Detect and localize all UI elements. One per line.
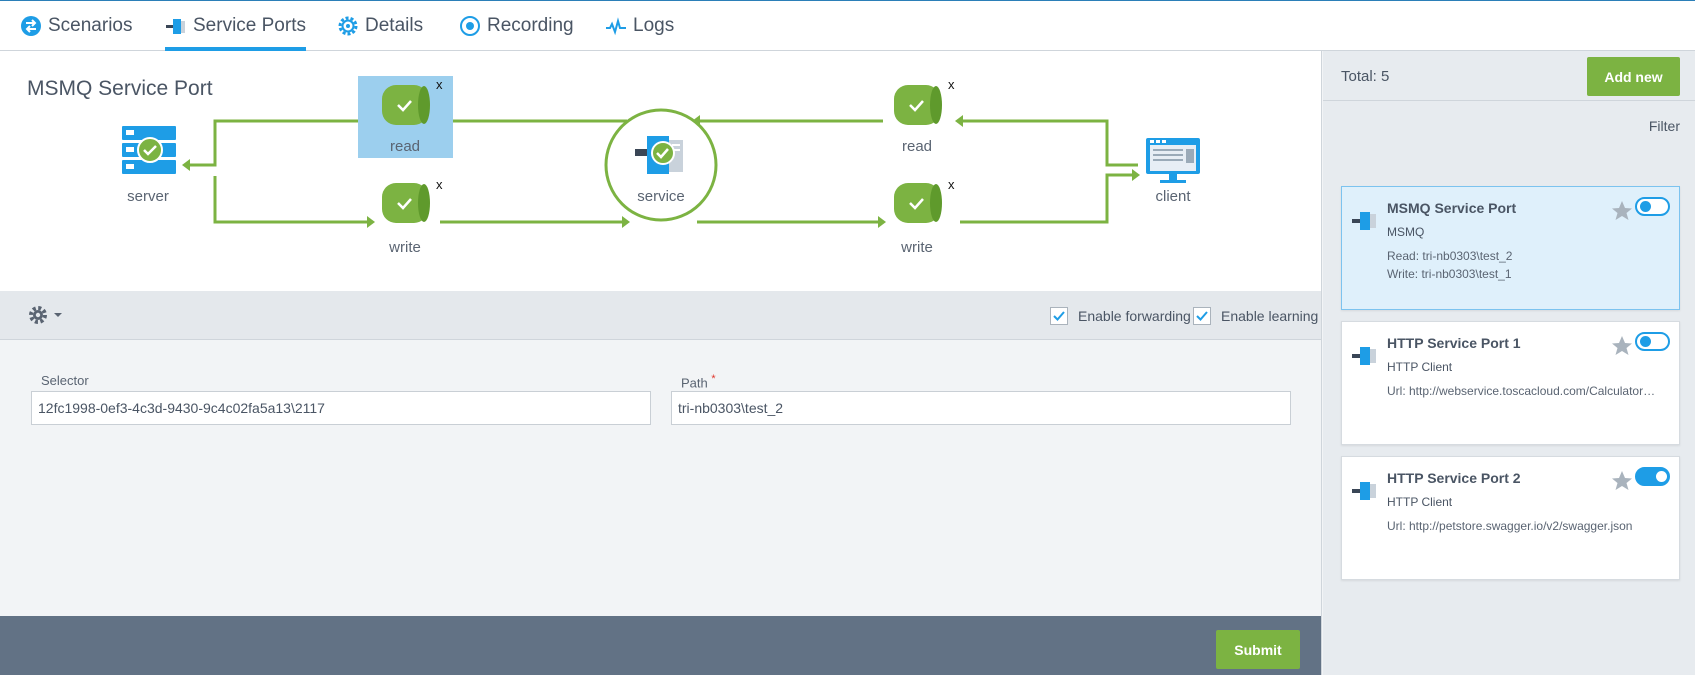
enable-toggle[interactable] [1635, 332, 1670, 351]
service-port-card[interactable]: HTTP Service Port 1 HTTP Client Url: htt… [1341, 321, 1680, 445]
card-subtitle: MSMQ [1387, 225, 1425, 239]
toggle-knob [1640, 201, 1651, 212]
service-port-icon [1352, 212, 1376, 230]
remove-read-right-icon[interactable]: x [948, 77, 955, 92]
card-detail: Write: tri-nb0303\test_1 [1387, 267, 1512, 281]
card-subtitle: HTTP Client [1387, 495, 1453, 509]
port-diagram: MSMQ Service Port [0, 51, 1321, 291]
toggle-knob [1640, 336, 1651, 347]
required-marker: * [711, 373, 716, 385]
write-right-label: write [901, 239, 933, 256]
tab-logs[interactable]: Logs [605, 1, 674, 51]
path-label-text: Path [681, 375, 708, 391]
enable-learning-checkbox[interactable]: Enable learning [1193, 307, 1318, 325]
enable-toggle[interactable] [1635, 197, 1670, 216]
checkbox-box[interactable] [1193, 307, 1211, 325]
card-title: HTTP Service Port 1 [1387, 335, 1521, 351]
enable-toggle[interactable] [1635, 467, 1670, 486]
selector-input[interactable] [31, 391, 651, 425]
tab-label: Details [365, 15, 424, 36]
card-title: HTTP Service Port 2 [1387, 470, 1521, 486]
star-icon[interactable] [1610, 199, 1634, 223]
checkbox-box[interactable] [1050, 307, 1068, 325]
settings-menu-button[interactable] [27, 304, 67, 326]
remove-write-right-icon[interactable]: x [948, 177, 955, 192]
queue-icon[interactable] [890, 182, 945, 224]
path-label: Path * [681, 373, 716, 390]
tab-label: Service Ports [193, 15, 306, 36]
queue-icon[interactable] [378, 84, 433, 126]
card-title: MSMQ Service Port [1387, 200, 1517, 216]
tab-scenarios[interactable]: Scenarios [20, 1, 133, 51]
checkbox-label: Enable forwarding [1078, 308, 1191, 324]
check-icon [1196, 311, 1208, 321]
gear-icon [338, 16, 358, 36]
service-icon[interactable] [603, 107, 719, 223]
submit-button[interactable]: Submit [1216, 630, 1300, 669]
service-label: service [637, 188, 685, 205]
server-icon[interactable] [120, 124, 178, 176]
port-toolbar: Enable forwarding Enable learning [0, 291, 1321, 340]
top-tab-bar: Scenarios Service Ports Details Recordin… [0, 0, 1695, 51]
form-footer: Submit [0, 616, 1321, 675]
service-port-card[interactable]: MSMQ Service Port MSMQ Read: tri-nb0303\… [1341, 186, 1680, 310]
star-icon[interactable] [1610, 334, 1634, 358]
queue-icon[interactable] [378, 182, 433, 224]
service-port-list-panel: Total: 5 Add new Filter MSMQ Service Por… [1323, 51, 1695, 675]
tab-label: Scenarios [48, 15, 133, 36]
server-label: server [127, 188, 169, 205]
service-port-icon [166, 19, 185, 34]
tab-details[interactable]: Details [337, 1, 423, 51]
star-icon[interactable] [1610, 469, 1634, 493]
read-left-label: read [389, 138, 421, 155]
tab-label: Recording [487, 15, 574, 36]
tab-service-ports[interactable]: Service Ports [165, 1, 306, 51]
main-panel: MSMQ Service Port [0, 51, 1322, 675]
checkbox-label: Enable learning [1221, 308, 1319, 324]
page-title: MSMQ Service Port [27, 77, 213, 100]
check-icon [1053, 311, 1065, 321]
total-count: Total: 5 [1341, 68, 1390, 85]
filter-link[interactable]: Filter [1648, 118, 1680, 134]
service-port-icon [1352, 482, 1376, 500]
read-right-label: read [901, 138, 933, 155]
client-icon[interactable] [1144, 136, 1202, 186]
list-header: Total: 5 Add new [1323, 51, 1695, 101]
card-detail: Url: http://petstore.swagger.io/v2/swagg… [1387, 519, 1633, 533]
tab-recording[interactable]: Recording [459, 1, 574, 51]
toggle-knob [1656, 471, 1667, 482]
swap-icon [21, 16, 41, 36]
service-port-icon [1352, 347, 1376, 365]
card-detail: Url: http://webservice.toscacloud.com/Ca… [1387, 384, 1657, 398]
record-icon [460, 16, 480, 36]
remove-write-left-icon[interactable]: x [436, 177, 443, 192]
tab-label: Logs [633, 15, 675, 36]
enable-forwarding-checkbox[interactable]: Enable forwarding [1050, 307, 1191, 325]
client-label: client [1155, 188, 1191, 205]
card-detail: Read: tri-nb0303\test_2 [1387, 249, 1513, 263]
path-input[interactable] [671, 391, 1291, 425]
caret-down-icon [54, 313, 62, 317]
pulse-icon [606, 17, 626, 36]
queue-icon[interactable] [890, 84, 945, 126]
add-new-button[interactable]: Add new [1587, 57, 1680, 96]
gear-icon [29, 306, 47, 324]
selector-label: Selector [41, 373, 89, 388]
card-subtitle: HTTP Client [1387, 360, 1453, 374]
service-port-card[interactable]: HTTP Service Port 2 HTTP Client Url: htt… [1341, 456, 1680, 580]
remove-read-left-icon[interactable]: x [436, 77, 443, 92]
write-left-label: write [389, 239, 421, 256]
